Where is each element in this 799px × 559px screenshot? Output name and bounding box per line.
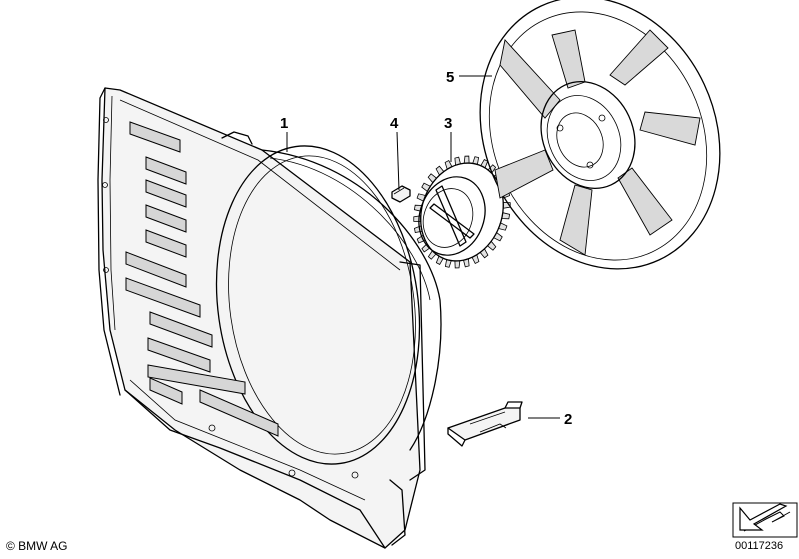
- clutch-fin: [454, 260, 461, 269]
- callout-1: 1: [280, 115, 288, 132]
- shroud-louvers: [125, 121, 279, 437]
- callout-3: 3: [444, 115, 452, 132]
- callouts: 1 4 3 5 2: [280, 69, 572, 428]
- clutch-fin: [427, 173, 438, 184]
- callout-2: 2: [564, 411, 572, 428]
- copyright-text: © BMW AG: [6, 539, 68, 553]
- bolt-part-4[interactable]: [391, 185, 411, 203]
- fan-shroud-part-1[interactable]: [97, 87, 442, 549]
- document-number: 00117236: [735, 540, 784, 552]
- arrow-direction-icon: [732, 502, 798, 538]
- clutch-fin: [463, 155, 470, 164]
- fan-wheel-part-5[interactable]: [437, 0, 764, 308]
- clip-part-2[interactable]: [447, 401, 523, 447]
- callout-4: 4: [390, 115, 399, 132]
- clutch-fin: [486, 240, 497, 251]
- callout-5: 5: [446, 69, 454, 86]
